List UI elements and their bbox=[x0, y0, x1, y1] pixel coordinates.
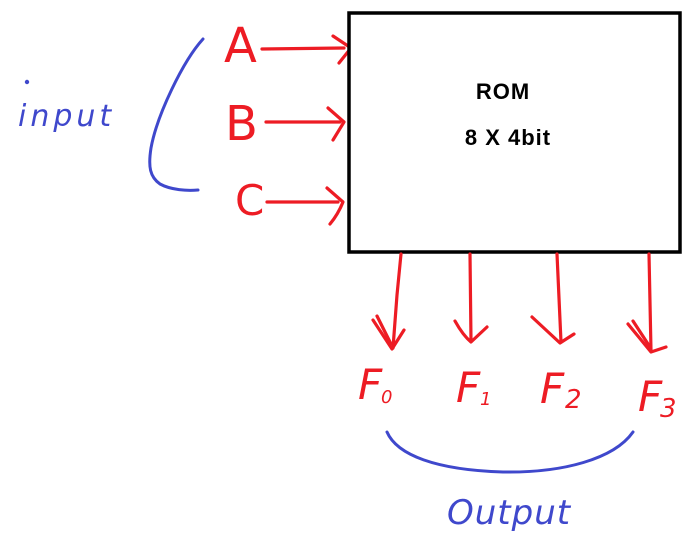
output-label-f3: F bbox=[638, 372, 663, 421]
ink-dot bbox=[24, 79, 30, 85]
output-arrow-0-head bbox=[371, 318, 406, 351]
output-label-f2: F bbox=[540, 364, 565, 413]
output-arrow-2-head bbox=[530, 315, 576, 345]
output-label-f3-sub: 3 bbox=[660, 394, 677, 424]
input-brace bbox=[148, 37, 205, 192]
input-label-a: A bbox=[224, 18, 257, 74]
output-arrow-2-shaft bbox=[555, 252, 563, 344]
output-label-f0: F bbox=[358, 360, 383, 409]
output-caption: Output bbox=[447, 493, 572, 533]
input-arrow-c-head bbox=[325, 186, 345, 226]
output-arrow-1-shaft bbox=[468, 252, 473, 343]
output-arrow-3-shaft bbox=[647, 252, 653, 353]
rom-size-label: 8 X 4bit bbox=[465, 125, 551, 150]
output-arrow-3-head-extra bbox=[631, 319, 652, 349]
output-label-f0-sub: 0 bbox=[381, 387, 392, 408]
rom-title: ROM bbox=[476, 79, 530, 104]
input-caption: input bbox=[18, 99, 115, 134]
output-arrow-0-shaft bbox=[391, 252, 403, 350]
rom-box bbox=[347, 11, 682, 254]
output-arrow-3-head bbox=[626, 322, 668, 354]
input-arrow-b-head bbox=[326, 106, 346, 142]
input-arrow-a-shaft bbox=[260, 46, 346, 51]
output-arrow-0-head-extra bbox=[375, 314, 393, 346]
output-brace bbox=[385, 430, 635, 474]
input-label-b: B bbox=[225, 96, 258, 152]
input-label-c: C bbox=[235, 176, 264, 225]
output-label-f1-sub: 1 bbox=[480, 389, 491, 410]
output-label-f2-sub: 2 bbox=[565, 385, 582, 415]
output-label-f1: F bbox=[456, 363, 481, 412]
output-arrow-1-head bbox=[453, 319, 489, 344]
